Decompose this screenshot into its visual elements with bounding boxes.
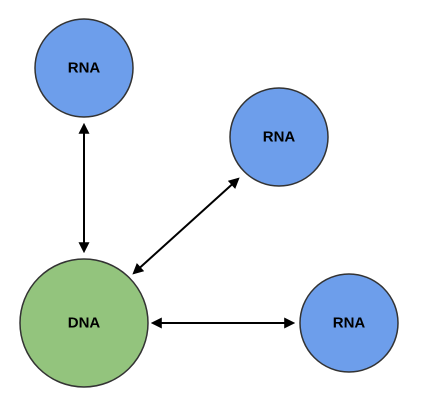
rna-node-label: RNA <box>333 315 366 332</box>
rna-node-circle <box>299 273 399 373</box>
rna-node-label: RNA <box>263 129 296 146</box>
node-dna: DNA <box>19 258 149 388</box>
node-rna-top: RNA <box>34 18 134 118</box>
rna-node-label: RNA <box>68 60 101 77</box>
rna-node-circle <box>34 18 134 118</box>
node-rna-right-lower: RNA <box>299 273 399 373</box>
dna-node-label: DNA <box>68 315 101 332</box>
edge-dna-rna-right-upper <box>132 177 240 275</box>
dna-node-circle <box>19 258 149 388</box>
node-rna-right-upper: RNA <box>229 87 329 187</box>
edges <box>78 122 296 329</box>
rna-node-circle <box>229 87 329 187</box>
